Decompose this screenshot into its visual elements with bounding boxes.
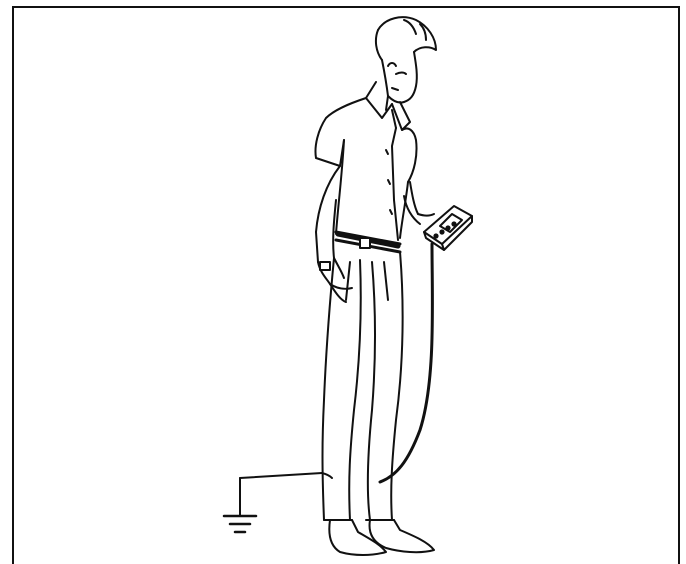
ground-symbol xyxy=(224,473,322,532)
test-lead xyxy=(322,244,432,482)
man-belt xyxy=(336,232,400,252)
man-shoes xyxy=(329,520,434,555)
man-head xyxy=(376,17,436,102)
man-arm-meter xyxy=(404,182,434,224)
